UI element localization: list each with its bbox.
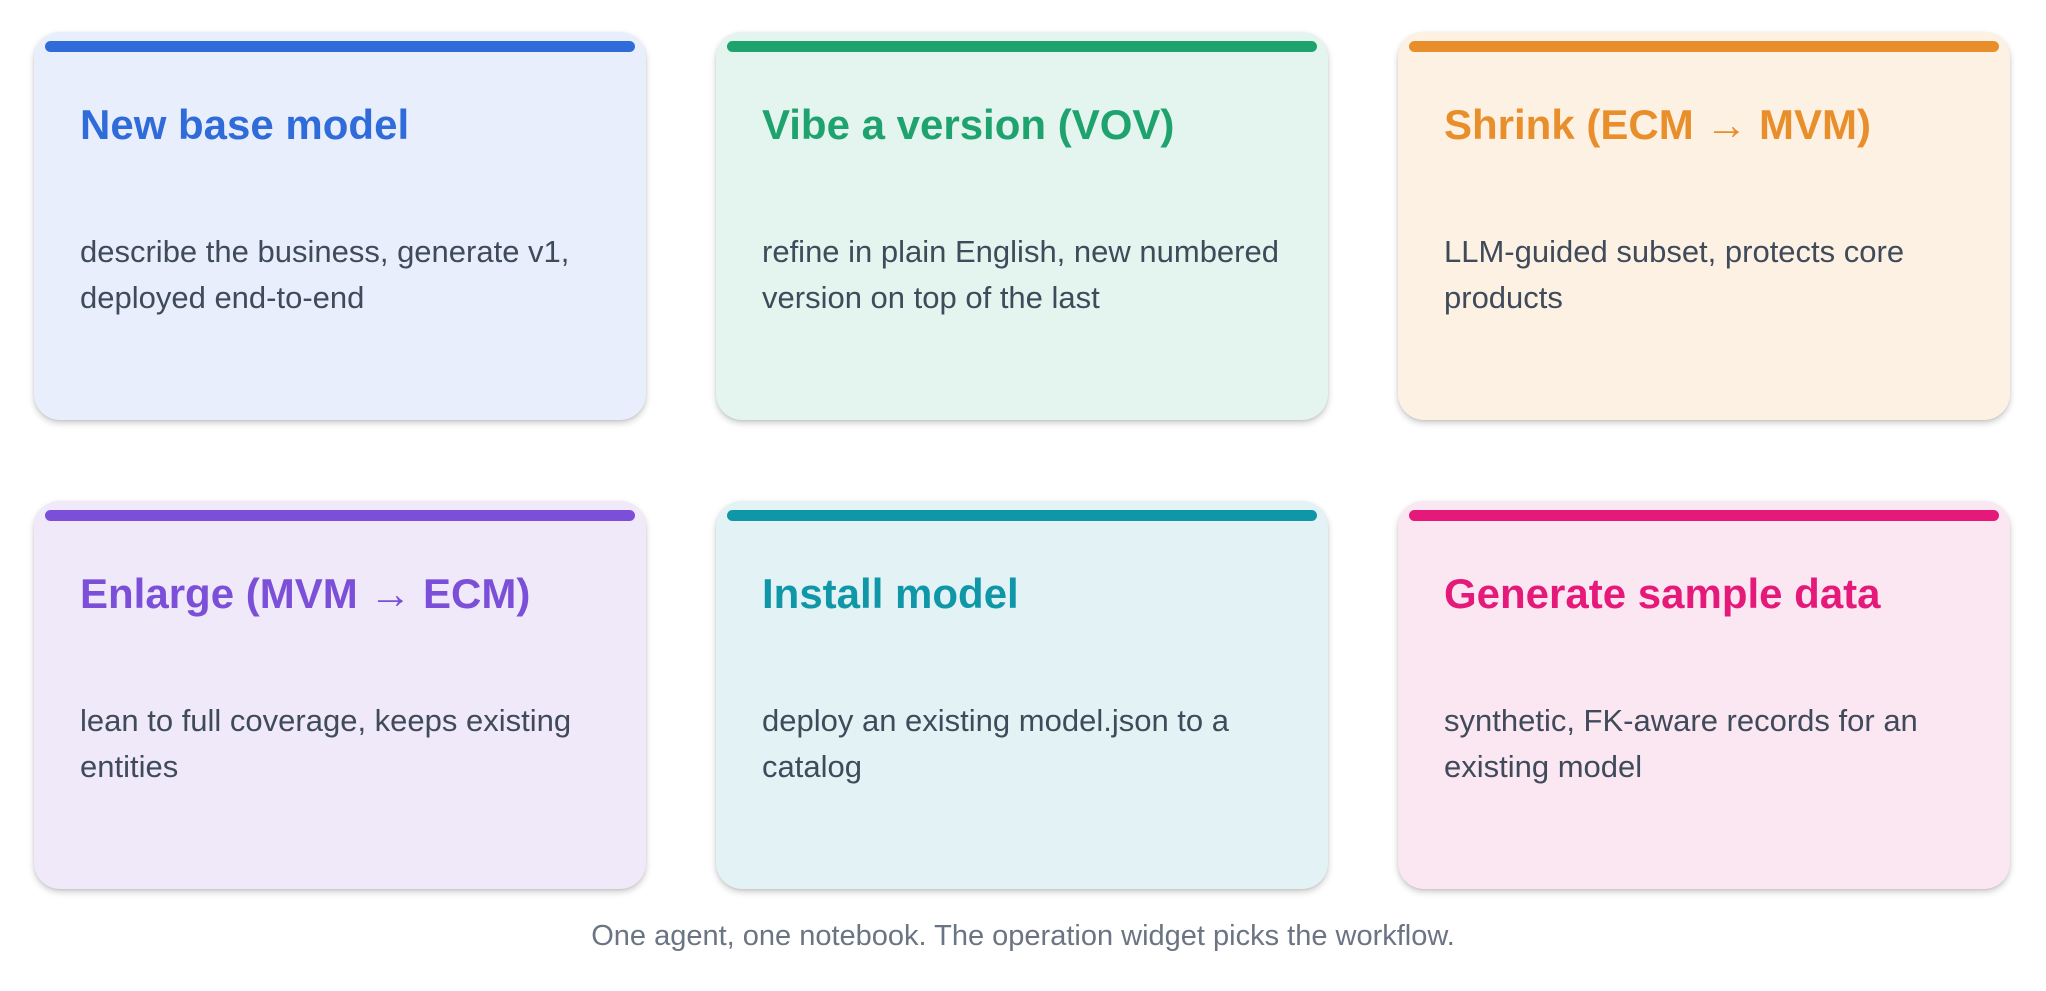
operation-card-shrink[interactable]: Shrink (ECM → MVM) LLM-guided subset, pr… [1398, 32, 2010, 420]
accent-bar [1409, 510, 1999, 521]
card-title: Enlarge (MVM → ECM) [80, 570, 531, 617]
accent-bar [45, 41, 635, 52]
card-title: Shrink (ECM → MVM) [1444, 101, 1871, 148]
card-title: Install model [762, 570, 1019, 617]
card-title: New base model [80, 101, 410, 148]
operation-card-generate-sample-data[interactable]: Generate sample data synthetic, FK-aware… [1398, 501, 2010, 889]
card-description: describe the business, generate v1, depl… [80, 234, 570, 315]
card-description: synthetic, FK-aware records for an exist… [1444, 703, 1918, 784]
accent-bar [727, 41, 1317, 52]
accent-bar [727, 510, 1317, 521]
card-description: LLM-guided subset, protects core product… [1444, 234, 1905, 315]
card-description: deploy an existing model.json to a catal… [762, 703, 1230, 784]
accent-bar [1409, 41, 1999, 52]
operation-card-vibe-a-version[interactable]: Vibe a version (VOV) refine in plain Eng… [716, 32, 1328, 420]
card-description: refine in plain English, new numbered ve… [762, 234, 1279, 315]
footer-caption: One agent, one notebook. The operation w… [591, 920, 1455, 952]
card-title: Vibe a version (VOV) [762, 101, 1175, 148]
operation-card-new-base-model[interactable]: New base model describe the business, ge… [34, 32, 646, 420]
operation-card-install-model[interactable]: Install model deploy an existing model.j… [716, 501, 1328, 889]
operation-card-enlarge[interactable]: Enlarge (MVM → ECM) lean to full coverag… [34, 501, 646, 889]
card-description: lean to full coverage, keeps existing en… [80, 703, 572, 784]
accent-bar [45, 510, 635, 521]
card-title: Generate sample data [1444, 570, 1881, 617]
